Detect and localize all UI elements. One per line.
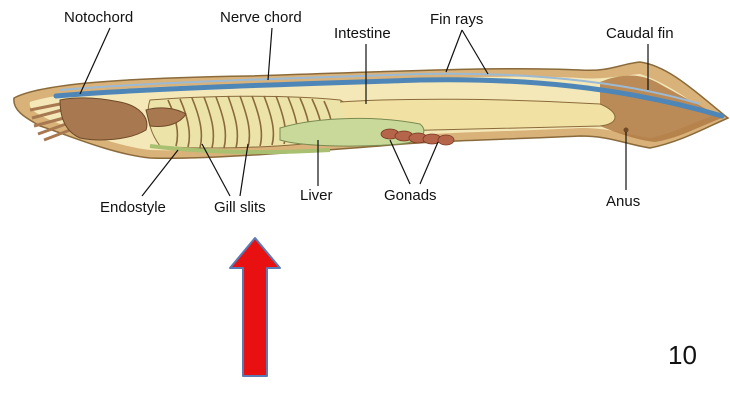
gonad xyxy=(438,135,454,145)
label-liver: Liver xyxy=(300,187,333,204)
leader-nerve-chord xyxy=(268,28,272,80)
label-nerve-chord: Nerve chord xyxy=(220,9,302,26)
slide-number: 10 xyxy=(668,340,697,371)
leader-fin-rays-1 xyxy=(446,30,462,72)
leader-gonads-2 xyxy=(420,142,438,184)
label-intestine: Intestine xyxy=(334,25,391,42)
label-notochord: Notochord xyxy=(64,9,133,26)
label-endostyle: Endostyle xyxy=(100,199,166,216)
leader-fin-rays-2 xyxy=(462,30,488,74)
label-gonads: Gonads xyxy=(384,187,437,204)
leader-gonads-1 xyxy=(390,140,410,184)
label-anus: Anus xyxy=(606,193,640,210)
label-caudal-fin: Caudal fin xyxy=(606,25,674,42)
pointer-arrow-up xyxy=(230,238,280,376)
label-fin-rays: Fin rays xyxy=(430,11,483,28)
label-gill-slits: Gill slits xyxy=(214,199,266,216)
anus xyxy=(624,128,629,133)
